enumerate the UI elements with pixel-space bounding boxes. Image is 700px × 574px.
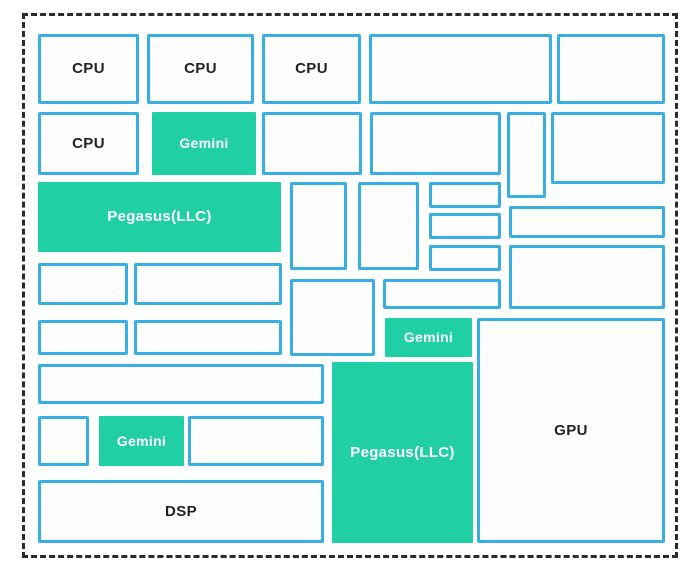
floorplan-block-unlabeled-b11[interactable] <box>551 112 665 184</box>
floorplan-block-pegasus-llc-b28[interactable]: Pegasus(LLC) <box>332 362 473 543</box>
block-label: GPU <box>554 421 588 439</box>
floorplan-block-unlabeled-b20[interactable] <box>38 263 128 305</box>
block-label: Gemini <box>403 329 454 346</box>
block-label: CPU <box>295 60 328 78</box>
block-label: CPU <box>72 134 105 152</box>
floorplan-block-unlabeled-b25[interactable] <box>134 320 282 355</box>
block-label: Gemini <box>179 135 229 152</box>
floorplan-block-unlabeled-b22[interactable] <box>290 279 375 356</box>
block-label: Pegasus(LLC) <box>107 208 212 226</box>
floorplan-block-unlabeled-b32[interactable] <box>188 416 324 466</box>
floorplan-block-unlabeled-b15[interactable] <box>429 182 501 208</box>
floorplan-block-unlabeled-b04[interactable] <box>369 34 552 104</box>
block-label: Pegasus <box>350 443 415 461</box>
floorplan-block-gemini-b26[interactable]: Gemini <box>385 318 472 357</box>
floorplan-block-cpu-b06[interactable]: CPU <box>38 112 139 175</box>
floorplan-block-unlabeled-b19[interactable] <box>509 245 665 309</box>
floorplan-block-pegasus-llc-b12[interactable]: Pegasus(LLC) <box>38 182 281 252</box>
die-boundary-dashed-outline <box>22 13 678 558</box>
floorplan-block-dsp-b33[interactable]: DSP <box>38 480 324 543</box>
floorplan-block-unlabeled-b14[interactable] <box>358 182 419 270</box>
floorplan-block-gpu-b29[interactable]: GPU <box>477 318 665 543</box>
floorplan-block-unlabeled-b27[interactable] <box>38 364 324 404</box>
floorplan-block-unlabeled-b23[interactable] <box>383 279 501 309</box>
floorplan-block-unlabeled-b17[interactable] <box>429 245 501 271</box>
floorplan-block-unlabeled-b21[interactable] <box>134 263 282 305</box>
block-label: DSP <box>164 502 198 520</box>
floorplan-block-cpu-b01[interactable]: CPU <box>38 34 139 104</box>
block-label: CPU <box>184 60 217 78</box>
floorplan-block-unlabeled-b30[interactable] <box>38 416 89 466</box>
floorplan-block-cpu-b03[interactable]: CPU <box>262 34 361 104</box>
floorplan-block-gemini-b31[interactable]: Gemini <box>99 416 184 466</box>
floorplan-block-unlabeled-b16[interactable] <box>429 213 501 239</box>
floorplan-block-unlabeled-b18[interactable] <box>509 206 665 238</box>
floorplan-block-unlabeled-b10[interactable] <box>507 112 546 198</box>
floorplan-block-unlabeled-b13[interactable] <box>290 182 347 270</box>
floorplan-block-unlabeled-b05[interactable] <box>557 34 665 104</box>
floorplan-block-cpu-b02[interactable]: CPU <box>147 34 254 104</box>
block-label: Gemini <box>116 432 167 449</box>
block-label: (LLC) <box>414 443 455 461</box>
floorplan-block-unlabeled-b08[interactable] <box>262 112 362 175</box>
floorplan-block-unlabeled-b09[interactable] <box>370 112 501 175</box>
block-label: CPU <box>72 60 105 78</box>
floorplan-block-gemini-b07[interactable]: Gemini <box>152 112 256 175</box>
floorplan-block-unlabeled-b24[interactable] <box>38 320 128 355</box>
